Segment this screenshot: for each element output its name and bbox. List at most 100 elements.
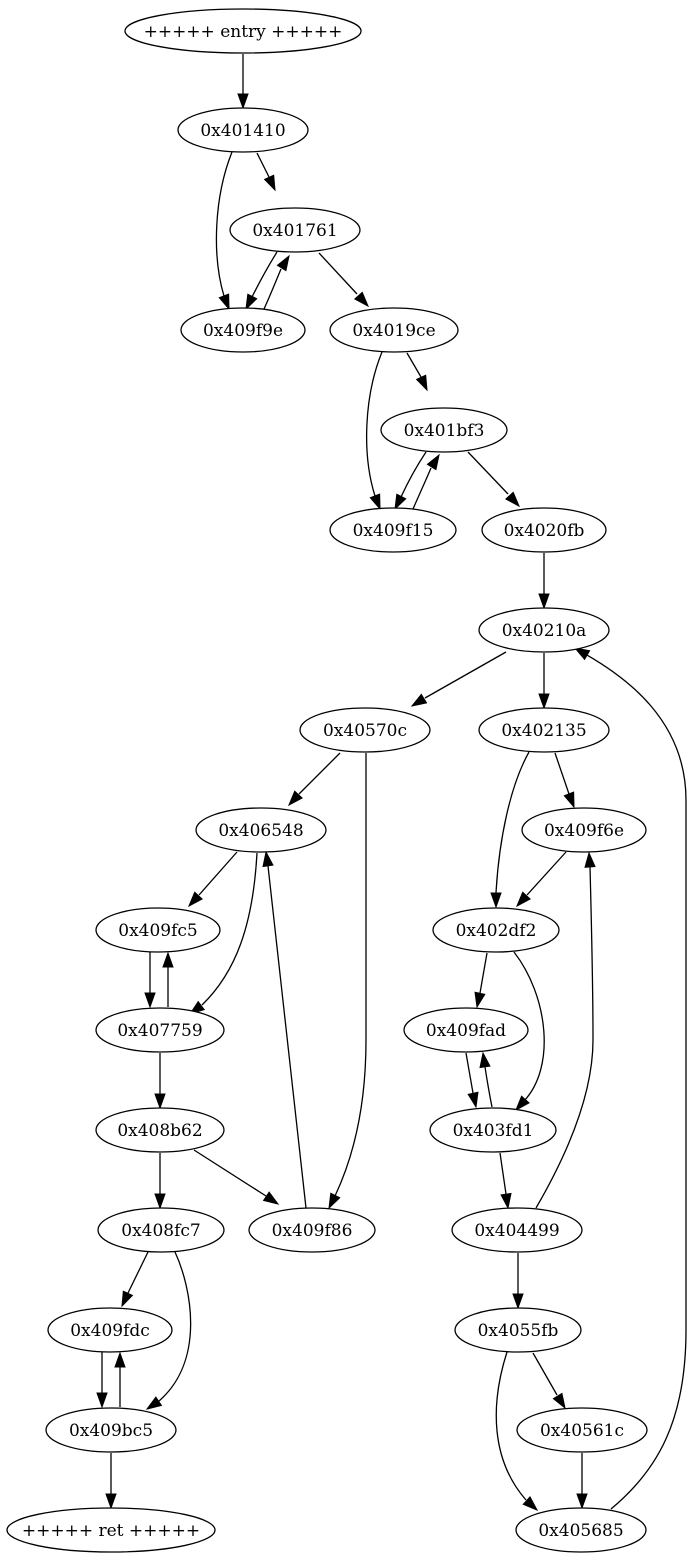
edge-line xyxy=(318,252,358,295)
arrowhead-icon xyxy=(500,1192,512,1210)
node-label: 0x401bf3 xyxy=(404,421,485,441)
node-shape xyxy=(329,307,459,353)
node-shape xyxy=(432,907,560,953)
node-n409bc5[interactable]: 0x409bc5 xyxy=(45,1407,177,1453)
node-n409fdc[interactable]: 0x409fdc xyxy=(47,1307,173,1353)
arrowhead-icon xyxy=(237,93,249,110)
node-n408b62[interactable]: 0x408b62 xyxy=(95,1107,225,1153)
node-shape xyxy=(124,8,362,54)
node-n409f9e[interactable]: 0x409f9e xyxy=(180,307,306,353)
node-n409f86[interactable]: 0x409f86 xyxy=(248,1207,376,1253)
edge-n40570c-to-n409f86 xyxy=(328,753,367,1210)
arrowhead-icon xyxy=(552,1392,566,1410)
arrowhead-icon xyxy=(426,453,440,471)
node-label: 0x409f6e xyxy=(544,821,624,841)
edge-n403fd1-to-n404499 xyxy=(499,1152,512,1210)
arrowhead-icon xyxy=(538,593,550,610)
node-n401410[interactable]: 0x401410 xyxy=(177,107,309,153)
arrowhead-icon xyxy=(512,1293,524,1310)
node-n401761[interactable]: 0x401761 xyxy=(229,207,361,253)
arrowhead-icon xyxy=(96,1392,108,1409)
node-n409f15[interactable]: 0x409f15 xyxy=(329,507,457,553)
node-label: 0x4055fb xyxy=(478,1321,559,1341)
node-shape xyxy=(180,307,306,353)
node-n4055fb[interactable]: 0x4055fb xyxy=(454,1307,582,1353)
edge-line xyxy=(215,151,233,297)
node-label: 0x409f15 xyxy=(353,521,434,541)
arrowhead-icon xyxy=(162,951,174,968)
edge-line xyxy=(400,451,427,498)
edge-n402135-to-n402df2 xyxy=(490,751,530,909)
node-n404499[interactable]: 0x404499 xyxy=(451,1207,583,1253)
node-shape xyxy=(454,1307,582,1353)
edge-n401bf3-to-n4020fb xyxy=(467,451,521,508)
edge-n409fc5-to-n407759 xyxy=(144,952,156,1009)
edge-line xyxy=(513,951,545,1102)
edge-n4020fb-to-n40210a xyxy=(538,553,550,610)
node-n407759[interactable]: 0x407759 xyxy=(95,1007,225,1053)
edge-n403fd1-to-n409fad xyxy=(479,1051,493,1108)
node-shape xyxy=(95,907,221,953)
node-n4019ce[interactable]: 0x4019ce xyxy=(329,307,459,353)
edge-n404499-to-n409f6e xyxy=(535,851,596,1209)
node-label: 0x40570c xyxy=(323,721,407,741)
node-n409fad[interactable]: 0x409fad xyxy=(403,1007,529,1053)
node-n409f6e[interactable]: 0x409f6e xyxy=(521,807,647,853)
node-label: 0x40210a xyxy=(502,621,587,641)
edge-line xyxy=(424,651,507,699)
node-n4020fb[interactable]: 0x4020fb xyxy=(481,507,607,553)
node-label: 0x401410 xyxy=(200,121,285,141)
node-shape xyxy=(6,1507,216,1553)
node-n406548[interactable]: 0x406548 xyxy=(195,807,327,853)
node-n40210a[interactable]: 0x40210a xyxy=(478,607,610,653)
node-shape xyxy=(451,1207,583,1253)
edge-n401410-to-n409f9e xyxy=(215,151,233,311)
edge-line xyxy=(526,851,567,896)
node-shape xyxy=(95,1107,225,1153)
node-shape xyxy=(248,1207,376,1253)
edge-line xyxy=(495,751,530,894)
node-shape xyxy=(478,607,610,653)
edge-line xyxy=(465,1052,474,1094)
node-label: 0x402135 xyxy=(501,721,586,741)
edge-line xyxy=(158,1251,192,1402)
node-n402135[interactable]: 0x402135 xyxy=(478,707,610,753)
edge-line xyxy=(479,952,488,994)
edge-n402135-to-n409f6e xyxy=(554,752,575,809)
edge-n409bc5-to-ret xyxy=(105,1453,117,1510)
edge-n4019ce-to-n409f15 xyxy=(366,351,383,511)
node-n409fc5[interactable]: 0x409fc5 xyxy=(95,907,221,953)
node-ret[interactable]: +++++ ret +++++ xyxy=(6,1507,216,1553)
edge-line xyxy=(467,451,509,495)
node-n405685[interactable]: 0x405685 xyxy=(515,1507,647,1553)
node-n40561c[interactable]: 0x40561c xyxy=(516,1407,648,1453)
node-shape xyxy=(478,707,610,753)
node-n403fd1[interactable]: 0x403fd1 xyxy=(429,1107,557,1153)
node-n401bf3[interactable]: 0x401bf3 xyxy=(380,407,508,453)
arrowhead-icon xyxy=(245,293,258,311)
arrowhead-icon xyxy=(188,891,203,908)
edge-line xyxy=(412,467,432,510)
edge-n409fdc-to-n409bc5 xyxy=(96,1352,108,1409)
node-label: 0x40561c xyxy=(540,1421,624,1441)
node-n40570c[interactable]: 0x40570c xyxy=(299,707,431,753)
node-n408fc7[interactable]: 0x408fc7 xyxy=(97,1207,225,1253)
arrowhead-icon xyxy=(573,647,591,661)
edge-line xyxy=(267,865,307,1209)
arrowhead-icon xyxy=(516,891,531,908)
node-n402df2[interactable]: 0x402df2 xyxy=(432,907,560,953)
edge-line xyxy=(366,351,383,497)
edge-n409fad-to-n403fd1 xyxy=(465,1052,479,1109)
node-entry[interactable]: +++++ entry +++++ xyxy=(124,8,362,54)
node-label: +++++ ret +++++ xyxy=(22,1521,200,1541)
edge-line xyxy=(256,152,270,178)
edge-n408fc7-to-n409fdc xyxy=(121,1251,149,1308)
edge-n408b62-to-n409f86 xyxy=(193,1149,280,1205)
edge-n409f15-to-n401bf3 xyxy=(412,453,440,510)
node-label: 0x408fc7 xyxy=(121,1221,200,1241)
node-shape xyxy=(47,1307,173,1353)
edge-n402df2-to-n403fd1 xyxy=(513,951,545,1112)
arrowhead-icon xyxy=(504,491,521,508)
edge-line xyxy=(406,352,422,378)
